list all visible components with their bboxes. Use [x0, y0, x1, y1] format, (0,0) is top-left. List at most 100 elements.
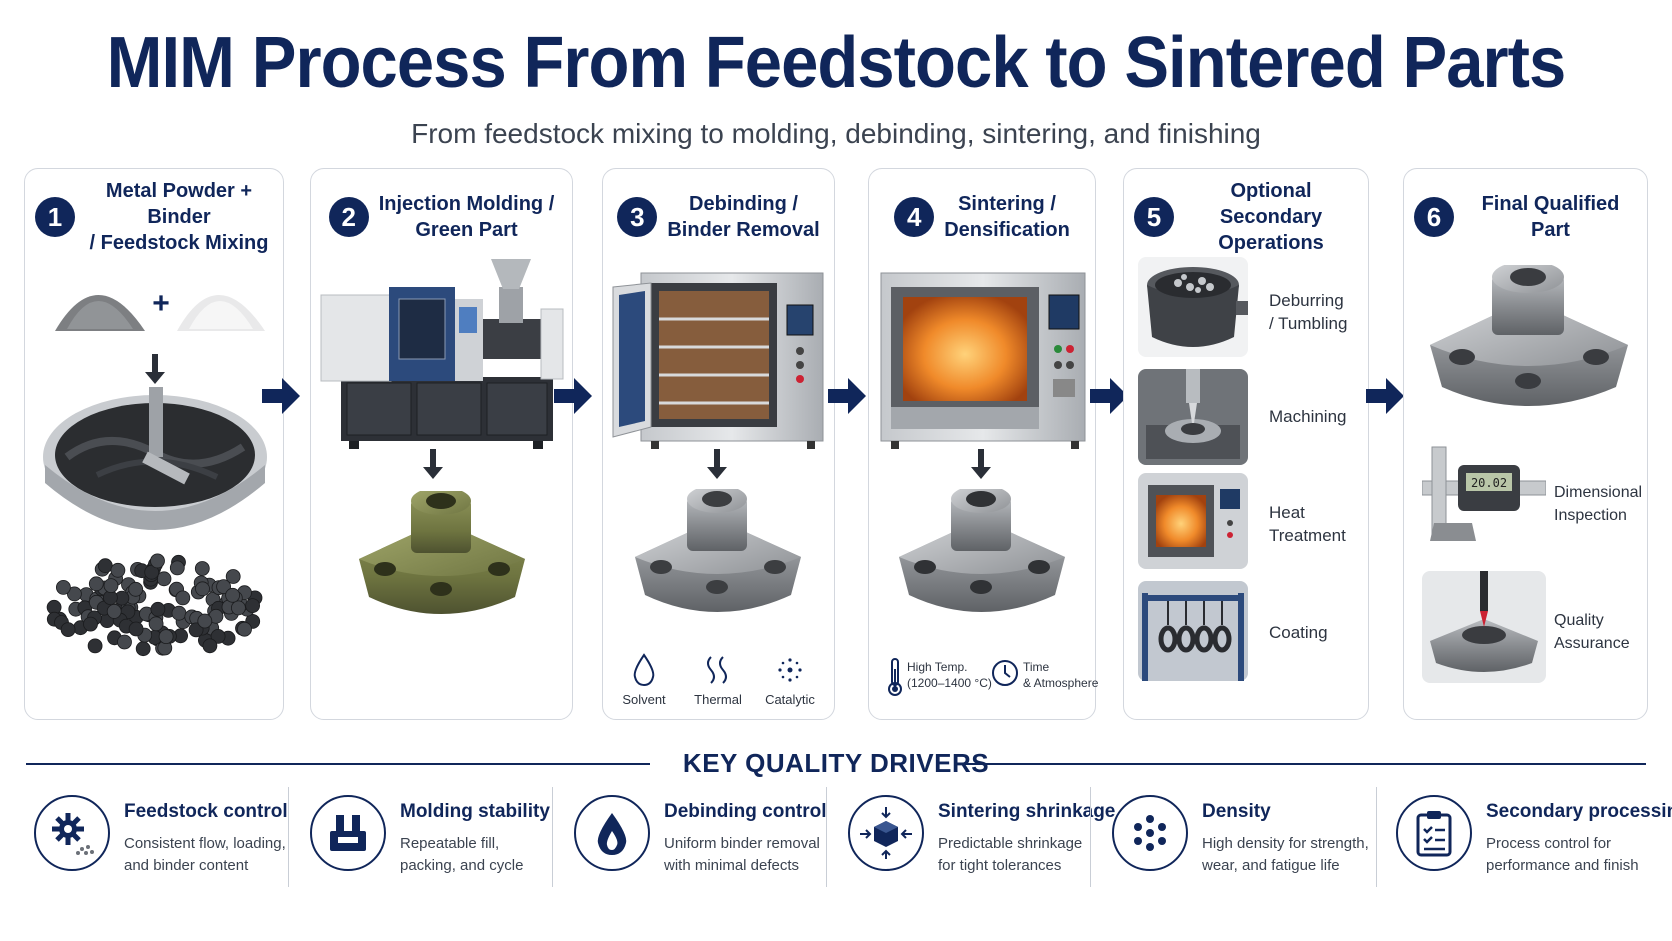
pellet — [175, 590, 191, 606]
mixing-bowl-icon — [43, 387, 267, 530]
solvent-droplet-icon — [633, 653, 655, 687]
driver-title: Feedstock control — [124, 801, 288, 822]
down-arrow-icon — [423, 449, 443, 479]
down-arrow-icon — [707, 449, 727, 479]
down-arrow-icon — [145, 354, 165, 384]
page-subtitle: From feedstock mixing to molding, debind… — [411, 118, 1261, 149]
step-number: 1 — [35, 197, 75, 237]
step-card-5: 5 Optional Secondary Operations Deburrin… — [1123, 168, 1369, 720]
driver-title: Molding stability — [400, 801, 550, 822]
method-label: Thermal — [694, 692, 742, 707]
step-card-1: 1 Metal Powder + Binder / Feedstock Mixi… — [24, 168, 284, 720]
time-atmosphere-label: Time & Atmosphere — [1023, 660, 1099, 690]
pellet — [88, 576, 104, 592]
pellet — [83, 616, 98, 632]
flow-arrow-icon — [828, 378, 866, 414]
step-number: 4 — [894, 197, 935, 237]
sintering-furnace-icon — [880, 272, 1086, 449]
step-title: Final Qualified Part — [1481, 193, 1620, 241]
thermometer-icon — [888, 658, 902, 696]
pellet — [87, 638, 103, 654]
step-title: Sintering / Densification — [944, 193, 1070, 241]
machining-icon — [1138, 369, 1248, 465]
final-part-icon — [1430, 265, 1628, 406]
check-label: Dimensional Inspection — [1554, 484, 1643, 524]
pellet — [150, 553, 165, 569]
injection-molding-machine-icon — [320, 259, 564, 449]
quality-assurance-icon — [1422, 571, 1546, 683]
step-number: 5 — [1134, 197, 1174, 237]
step-title: Injection Molding / Green Part — [378, 193, 555, 241]
driver-description: High density for strength,wear, and fati… — [1202, 835, 1369, 874]
driver-description: Consistent flow, loading,and binder cont… — [124, 835, 286, 874]
pellet — [117, 634, 132, 650]
caliper-icon: 20.02 — [1422, 446, 1546, 541]
step-card-3: 3 Debinding / Binder Removal Solvent The… — [602, 168, 835, 720]
pellet — [197, 613, 213, 629]
clipboard-icon — [1396, 795, 1472, 871]
pellet — [188, 622, 204, 638]
brown-part-icon — [635, 489, 801, 612]
shrink-cube-icon — [848, 795, 924, 871]
step-title: Metal Powder + Binder / Feedstock Mixing — [89, 180, 269, 254]
step-number: 6 — [1414, 197, 1454, 237]
step-card-4: 4 Sintering / Densification High Temp. (… — [868, 168, 1099, 720]
pellet — [171, 605, 187, 621]
operation-label: Heat Treatment — [1269, 503, 1346, 545]
plus-sign: + — [152, 287, 170, 320]
thermal-waves-icon — [707, 656, 727, 684]
step-header: 6 Final Qualified Part — [1404, 187, 1647, 247]
driver-separator — [826, 787, 827, 887]
pellet — [128, 621, 144, 637]
pellet — [202, 638, 218, 654]
tumbling-barrel-icon — [1138, 257, 1248, 357]
pellet — [55, 580, 71, 595]
step-title: Debinding / Binder Removal — [667, 193, 820, 241]
check-label: Quality Assurance — [1554, 612, 1630, 652]
coating-rack-icon — [1138, 581, 1248, 681]
step-card-6: 6 Final Qualified Part 20.02 Dimensional… — [1403, 168, 1648, 720]
heat-treatment-oven-icon — [1138, 473, 1248, 569]
droplet-icon — [574, 795, 650, 871]
feedstock-pellets-icon — [46, 553, 263, 657]
pellet — [135, 641, 151, 657]
down-arrow-icon — [971, 449, 991, 479]
pellet — [156, 571, 172, 587]
section-divider — [26, 763, 650, 765]
pellet — [103, 578, 119, 593]
pellet — [169, 560, 185, 576]
driver-title: Density — [1202, 801, 1271, 822]
step-header: 4 Sintering / Densification — [869, 187, 1095, 247]
pellet — [245, 598, 261, 613]
key-quality-title: KEY QUALITY DRIVERS — [682, 748, 990, 778]
pellet — [128, 581, 144, 597]
powder-binder-icon: + — [55, 287, 265, 331]
temperature-label: High Temp. (1200–1400 °C) — [907, 660, 992, 690]
driver-title: Debinding control — [664, 801, 827, 822]
driver-separator — [288, 787, 289, 887]
step-header: 3 Debinding / Binder Removal — [603, 187, 834, 247]
pellet — [158, 629, 174, 644]
page-title: MIM Process From Feedstock to Sintered P… — [106, 23, 1567, 103]
flow-arrow-icon — [554, 378, 592, 414]
driver-separator — [1090, 787, 1091, 887]
step-header: 2 Injection Molding / Green Part — [311, 187, 572, 247]
step-header: 1 Metal Powder + Binder / Feedstock Mixi… — [25, 180, 283, 254]
clock-icon — [992, 660, 1018, 686]
operation-label: Coating — [1269, 623, 1328, 642]
debinding-oven-icon — [612, 272, 824, 449]
page-title-wrap: MIM Process From Feedstock to Sintered P… — [0, 22, 1672, 104]
driver-separator — [1376, 787, 1377, 887]
driver-title: Sintering shrinkage — [938, 801, 1116, 822]
method-label: Solvent — [622, 692, 666, 707]
step-number: 3 — [617, 197, 658, 237]
pellet — [230, 600, 246, 616]
dots-icon — [1112, 795, 1188, 871]
operation-label: Deburring / Tumbling — [1269, 291, 1348, 333]
step-title: Optional Secondary Operations — [1218, 180, 1324, 254]
flow-arrow-icon — [1366, 378, 1404, 414]
step-number: 2 — [328, 197, 369, 237]
